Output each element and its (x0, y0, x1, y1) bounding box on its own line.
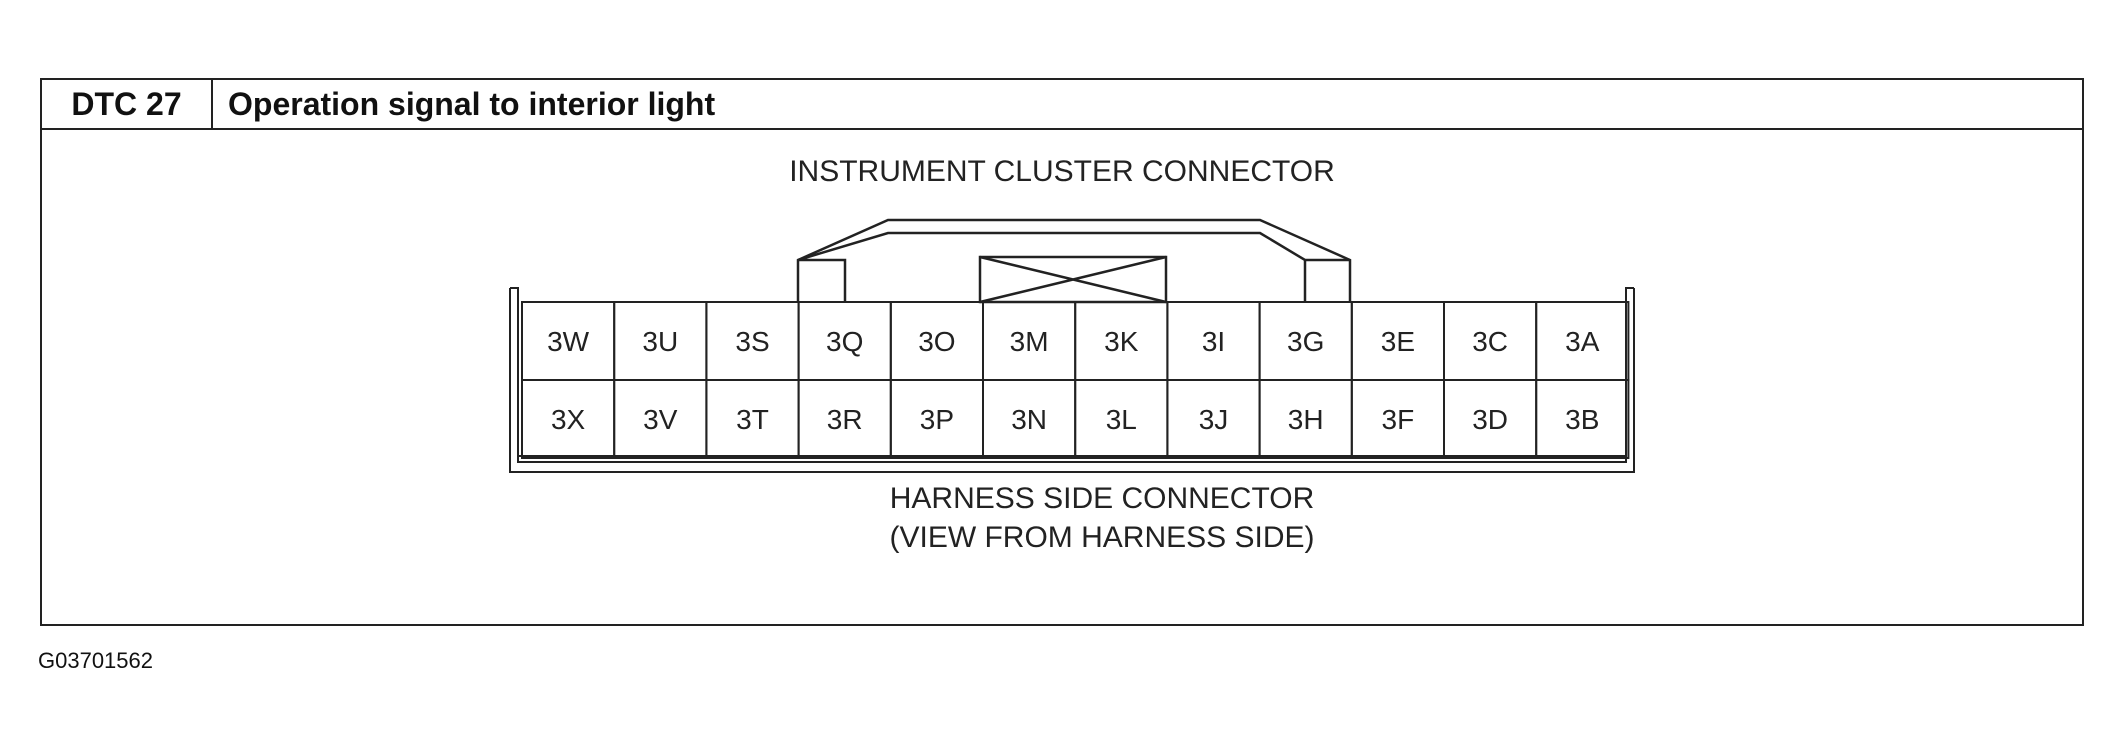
pin-label: 3D (1472, 404, 1508, 435)
pin-label: 3G (1287, 326, 1324, 357)
pin-label: 3B (1565, 404, 1599, 435)
pin-label: 3S (735, 326, 769, 357)
pin-cell (1535, 379, 1630, 459)
pin-label: 3L (1106, 404, 1137, 435)
view-from-harness-side-label: (VIEW FROM HARNESS SIDE) (889, 521, 1314, 554)
pin-label: 3K (1104, 326, 1139, 357)
pin-grid: 3W 3U 3S 3Q 3O 3M 3K 3I 3G 3E 3C 3A 3X 3V 3T 3R 3P 3N 3L 3J… (521, 301, 1630, 459)
pin-label: 3J (1199, 404, 1229, 435)
connector-housing (509, 287, 1635, 473)
pin-label: 3H (1288, 404, 1324, 435)
instrument-cluster-connector-label: INSTRUMENT CLUSTER CONNECTOR (789, 155, 1335, 188)
pin-label: 3W (547, 326, 590, 357)
pin-label: 3P (920, 404, 954, 435)
housing-outline (509, 287, 1635, 473)
dtc-title: Operation signal to interior light (228, 86, 716, 122)
pin-label: 3N (1011, 404, 1047, 435)
pin-label: 3O (918, 326, 955, 357)
pin-label: 3C (1472, 326, 1508, 357)
pin-label: 3T (736, 404, 769, 435)
pin-label: 3A (1565, 326, 1600, 357)
figure-id: G03701562 (38, 648, 153, 673)
pin-label: 3U (642, 326, 678, 357)
diagram-frame: DTC 27 Operation signal to interior ligh… (40, 78, 2084, 626)
pin-label: 3X (551, 404, 586, 435)
pin-label: 3Q (826, 326, 863, 357)
dtc-code: DTC 27 (42, 80, 213, 128)
pin-label: 3R (827, 404, 863, 435)
wire-harness (796, 218, 1352, 302)
pin-label: 3E (1381, 326, 1415, 357)
pin-label: 3F (1382, 404, 1415, 435)
harness-side-connector-label: HARNESS SIDE CONNECTOR (890, 482, 1315, 515)
pin-label: 3V (643, 404, 678, 435)
header-bar: DTC 27 Operation signal to interior ligh… (42, 80, 2082, 130)
blocked-cavity-marker (978, 255, 1168, 304)
pin-label: 3M (1010, 326, 1049, 357)
pin-label: 3I (1202, 326, 1225, 357)
